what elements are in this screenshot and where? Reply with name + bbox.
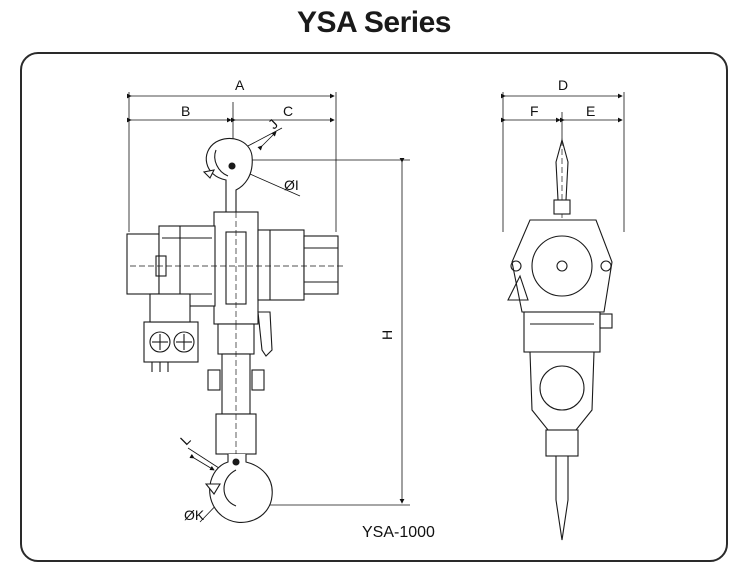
dim-label-a: A — [235, 77, 245, 93]
side-dimensions — [501, 92, 625, 232]
dim-label-l: L — [177, 431, 194, 448]
dim-label-c: C — [283, 103, 293, 119]
dim-label-k: ØK — [184, 507, 205, 523]
dim-label-b: B — [181, 103, 190, 119]
front-dimensions — [127, 92, 410, 523]
dim-label-i: ØI — [284, 177, 299, 193]
model-label: YSA-1000 — [362, 524, 435, 541]
side-dim-labels: D F E — [530, 77, 595, 119]
page-title: YSA Series — [297, 6, 451, 39]
front-view — [126, 138, 344, 523]
side-view — [507, 137, 613, 541]
dim-label-d: D — [558, 77, 568, 93]
dim-label-h: H — [379, 330, 395, 340]
dim-label-e: E — [586, 103, 595, 119]
drawing-frame — [20, 52, 728, 562]
dim-label-f: F — [530, 103, 539, 119]
